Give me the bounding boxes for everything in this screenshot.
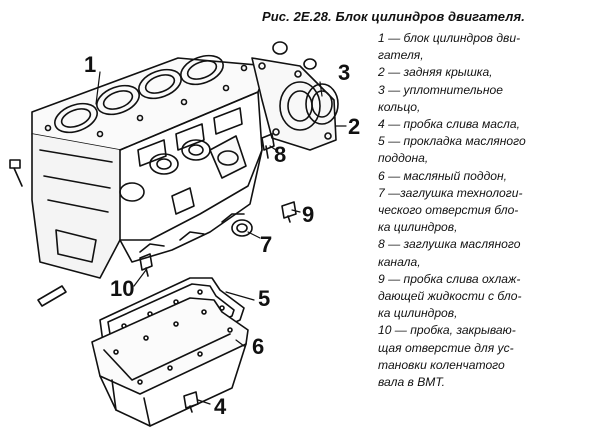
legend-line: ка цилиндров, <box>378 220 458 235</box>
oil-drain-plug <box>183 391 199 413</box>
legend-line: 4 — пробка слива масла, <box>378 117 520 132</box>
legend-line: 5 — прокладка масляного <box>378 134 526 149</box>
legend-line: поддона, <box>378 151 429 166</box>
tdc-plug <box>139 253 153 277</box>
coolant-drain-plug <box>281 201 297 223</box>
legend-line: дающей жидкости с бло- <box>378 289 522 304</box>
legend-line: канала, <box>378 254 421 269</box>
callout-1: 1 <box>84 52 96 77</box>
rear-cover <box>251 57 337 151</box>
legend-line: кольцо, <box>378 99 421 114</box>
callout-8: 8 <box>274 142 286 167</box>
callout-6: 6 <box>252 334 264 359</box>
core-plug <box>231 219 253 237</box>
legend-line: тановки коленчатого <box>378 357 505 372</box>
cover-bolt <box>303 58 317 70</box>
oil-channel-plug <box>261 133 275 159</box>
legend-line: ческого отверстия бло- <box>378 203 519 218</box>
callout-4: 4 <box>214 394 227 419</box>
legend-line: 8 — заглушка масляного <box>378 237 521 252</box>
oil-pan <box>91 297 249 427</box>
callout-7: 7 <box>260 232 272 257</box>
legend-line: 6 — масляный поддон, <box>378 168 508 183</box>
cover-plug <box>272 41 288 55</box>
dowel-pin <box>37 285 67 307</box>
callout-5: 5 <box>258 286 270 311</box>
legend-line: ка цилиндров, <box>378 306 458 321</box>
callout-2: 2 <box>348 114 360 139</box>
legend-line: 3 — уплотнительное <box>378 82 503 97</box>
legend-line: гателя, <box>378 48 424 63</box>
legend-line: щая отверстие для ус- <box>378 340 514 355</box>
figure-caption: Рис. 2Е.28. Блок цилиндров двигателя. <box>262 9 525 24</box>
legend-line: вала в ВМТ. <box>378 375 446 390</box>
callout-3: 3 <box>338 60 350 85</box>
callout-10: 10 <box>110 276 134 301</box>
block-bolt <box>9 159 23 187</box>
legend-line: 2 — задняя крышка, <box>378 65 493 80</box>
seal-ring <box>305 83 339 125</box>
cylinder-block <box>31 54 269 279</box>
legend-line: 10 — пробка, закрываю- <box>378 323 516 338</box>
legend-line: 1 — блок цилиндров дви- <box>378 31 521 45</box>
legend-line: 9 — пробка слива охлаж- <box>378 271 521 286</box>
figure-legend: 1 — блок цилиндров дви- гателя, 2 — задн… <box>378 30 598 391</box>
callout-9: 9 <box>302 202 314 227</box>
legend-line: 7 —заглушка технологи- <box>378 185 523 200</box>
